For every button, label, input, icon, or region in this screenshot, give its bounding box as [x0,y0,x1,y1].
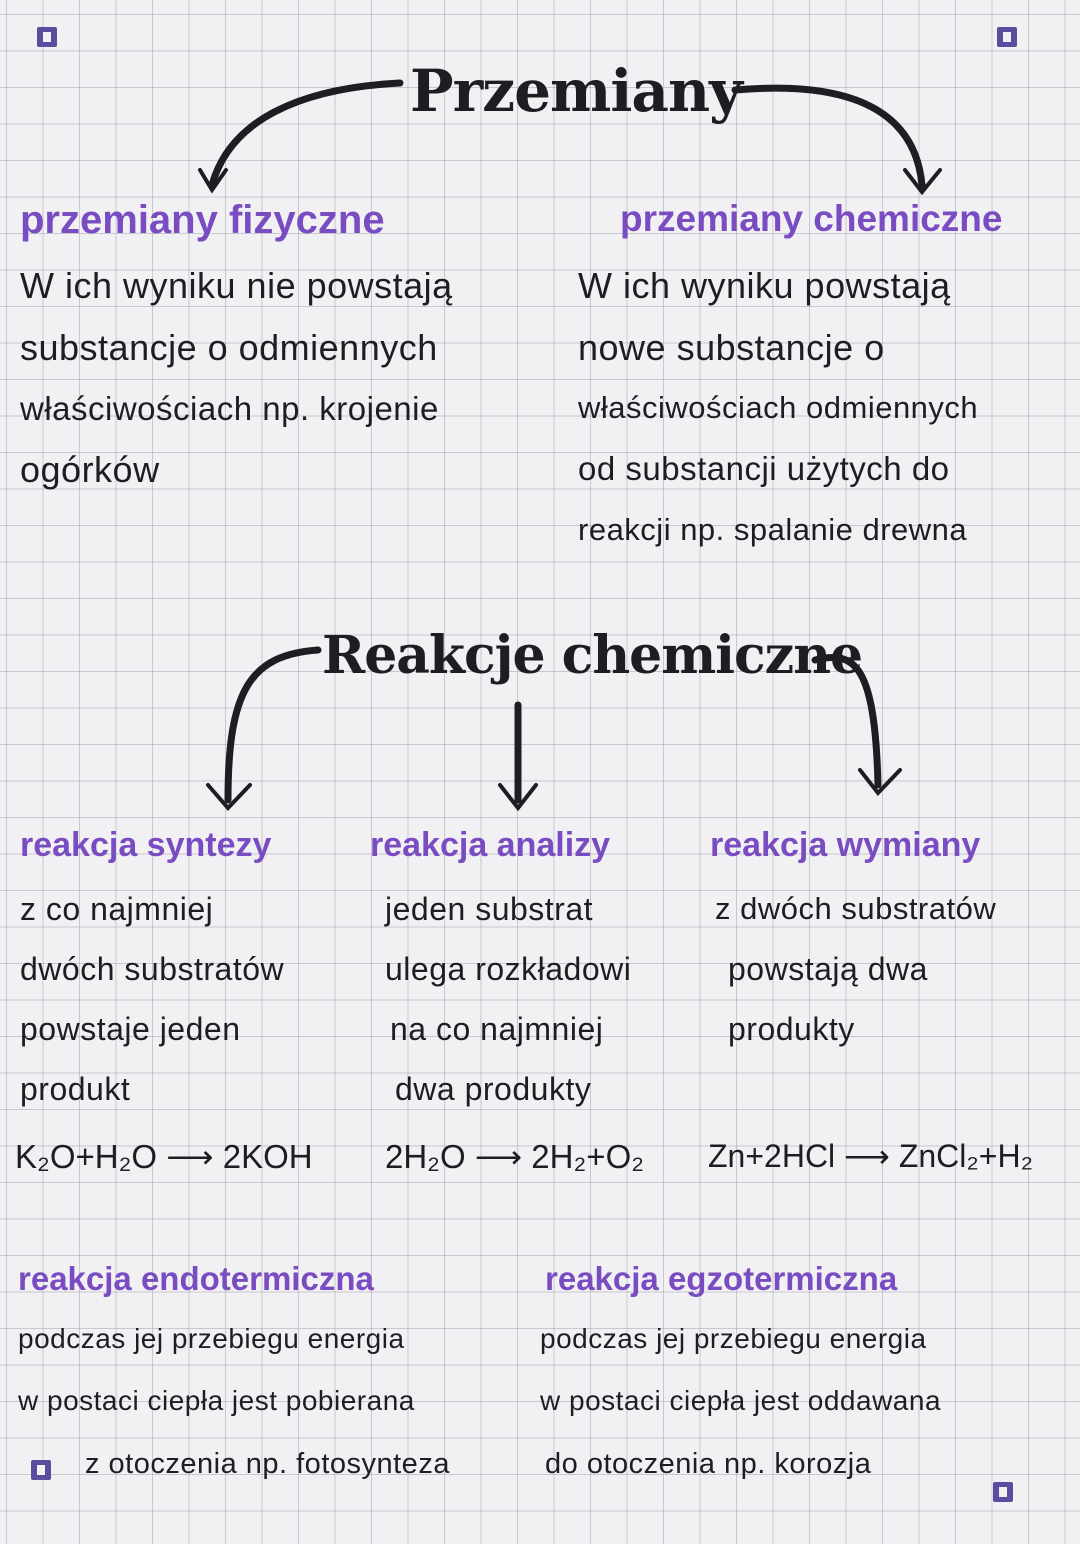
analysis-heading: reakcja analizy [370,826,611,864]
analysis-line: dwa produkty [395,1071,592,1107]
corner-marker-icon [993,1482,1013,1502]
analysis-equation: 2H₂O ⟶ 2H₂+O₂ [385,1138,645,1175]
physical-line: substancje o odmiennych [20,327,438,368]
endothermic-line: w postaci ciepła jest pobierana [18,1385,415,1416]
physical-heading: przemiany fizyczne [20,198,385,242]
arrow-to-synthesis-icon [224,646,322,804]
corner-marker-icon [37,27,57,47]
endothermic-heading: reakcja endotermiczna [18,1260,374,1297]
exchange-equation: Zn+2HCl ⟶ ZnCl₂+H₂ [708,1138,1034,1174]
chemical-line: reakcji np. spalanie drewna [578,512,968,547]
synthesis-line: produkt [20,1071,131,1107]
page-title: Przemiany [410,57,743,125]
synthesis-line: powstaje jeden [20,1011,241,1047]
chemical-line: W ich wyniku powstają [578,265,951,306]
synthesis-heading: reakcja syntezy [20,826,272,864]
chemical-line: właściwościach odmiennych [578,390,979,425]
chemical-heading: przemiany chemiczne [620,198,1003,239]
chemical-line: nowe substancje o [578,327,885,368]
chemical-line: od substancji użytych do [578,450,950,487]
physical-line: ogórków [20,449,160,490]
exchange-heading: reakcja wymiany [710,826,981,864]
corner-marker-icon [31,1460,51,1480]
synthesis-equation: K₂O+H₂O ⟶ 2KOH [15,1138,313,1175]
exothermic-line: podczas jej przebiegu energia [540,1323,927,1354]
analysis-line: jeden substrat [385,891,594,927]
analysis-line: na co najmniej [390,1011,604,1047]
arrow-to-chemical-icon [731,84,926,189]
exchange-line: z dwóch substratów [715,891,997,926]
arrow-to-exchange-icon [811,653,882,789]
endothermic-line: podczas jej przebiegu energia [18,1323,405,1354]
reactions-title: Reakcje chemiczne [322,625,863,686]
exchange-line: powstają dwa [728,951,928,987]
arrow-to-physical-icon [208,79,404,189]
corner-marker-icon [997,27,1017,47]
synthesis-line: z co najmniej [20,891,214,927]
exothermic-heading: reakcja egzotermiczna [545,1260,898,1297]
exothermic-line: do otoczenia np. korozja [545,1448,872,1480]
analysis-line: ulega rozkładowi [385,951,632,987]
exothermic-line: w postaci ciepła jest oddawana [540,1385,942,1416]
synthesis-line: dwóch substratów [20,951,285,987]
exchange-line: produkty [728,1011,855,1047]
physical-line: W ich wyniku nie powstają [20,265,453,306]
physical-line: właściwościach np. krojenie [20,390,439,427]
endothermic-line: z otoczenia np. fotosynteza [85,1448,450,1480]
